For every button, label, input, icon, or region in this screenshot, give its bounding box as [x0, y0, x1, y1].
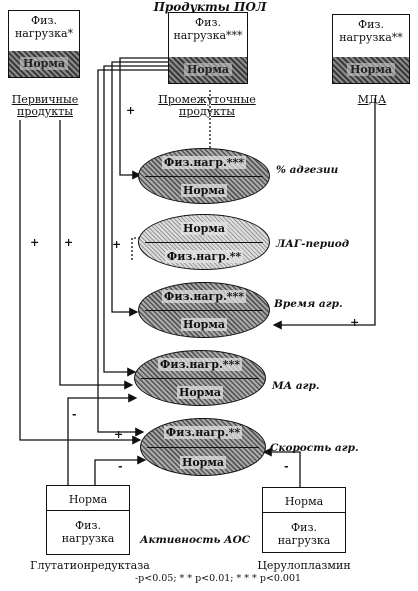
ellipse-divider [145, 242, 263, 243]
cp-box: Норма Физ. нагрузка [262, 487, 346, 553]
mda-caption: МДА [357, 93, 387, 106]
plus-sign: + [64, 236, 74, 249]
intermediate-bottom-label: Норма [169, 57, 247, 83]
ellipse-ma-bottom: Норма [176, 386, 224, 399]
significance-footnote: -p<0.05; * * p<0.01; * * * p<0.001 [134, 573, 302, 584]
gr-bottom-label: Физ. нагрузка [61, 519, 115, 545]
label-agg-time: Время агр. [274, 298, 343, 310]
ellipse-divider [141, 378, 259, 379]
mda-box: Физ. нагрузка** Норма [332, 14, 410, 84]
ellipse-divider [145, 176, 263, 177]
minus-sign: - [72, 408, 77, 421]
intermediate-products-caption: Промежуточные продукты [158, 93, 256, 118]
ellipse-agg-time-top: Физ.нагр.*** [161, 290, 247, 303]
ellipse-agg-time: Физ.нагр.*** Норма [138, 282, 270, 338]
cp-caption: Церулоплазмин [257, 559, 351, 572]
cp-divider [263, 512, 345, 513]
plus-sign: + [114, 428, 124, 441]
primary-products-box: Физ. нагрузка* Норма [8, 10, 80, 78]
mda-bottom-label: Норма [333, 57, 409, 83]
ellipse-agg-speed: Физ.нагр.** Норма [140, 418, 266, 476]
ellipse-ma-agg: Физ.нагр.*** Норма [134, 350, 266, 406]
diagram-title: Продукты ПОЛ [153, 0, 267, 14]
ellipse-ma-top: Физ.нагр.*** [157, 358, 243, 371]
ellipse-speed-top: Физ.нагр.** [163, 426, 243, 439]
intermediate-products-box: Физ. нагрузка*** Норма [168, 12, 248, 84]
cp-bottom-label: Физ. нагрузка [277, 521, 331, 547]
plus-sign: + [126, 104, 136, 117]
ellipse-lag-bottom: Физ.нагр.** [164, 250, 244, 263]
ellipse-adhesion: Физ.нагр.*** Норма [138, 148, 270, 204]
minus-sign: - [118, 460, 123, 473]
primary-bottom-label: Норма [9, 51, 79, 77]
gr-box: Норма Физ. нагрузка [46, 485, 130, 555]
label-agg-speed: Скорость агр. [270, 442, 359, 454]
label-adhesion: % адгезии [276, 164, 339, 176]
ellipse-lag-period: Норма Физ.нагр.** [138, 214, 270, 270]
ellipse-lag-top: Норма [180, 222, 228, 235]
gr-divider [47, 510, 129, 511]
ellipse-adhesion-bottom: Норма [180, 184, 228, 197]
mda-top-label: Физ. нагрузка** [339, 18, 403, 44]
gr-caption: Глутатионредуктаза [30, 559, 150, 572]
aos-activity-label: Активность АОС [140, 534, 251, 546]
cp-top-label: Норма [284, 495, 324, 508]
minus-sign: - [284, 460, 289, 473]
plus-sign: + [112, 238, 122, 251]
primary-top-label: Физ. нагрузка* [14, 14, 74, 40]
ellipse-agg-time-bottom: Норма [180, 318, 228, 331]
plus-sign: + [30, 236, 40, 249]
ellipse-divider [147, 447, 259, 448]
label-ma-agg: МА агр. [272, 380, 320, 392]
primary-products-caption: Первичные продукты [11, 93, 79, 118]
ellipse-speed-bottom: Норма [179, 456, 227, 469]
label-lag-period: ЛАГ-период [276, 238, 350, 250]
gr-top-label: Норма [68, 493, 108, 506]
plus-sign: + [350, 316, 360, 329]
ellipse-divider [145, 310, 263, 311]
ellipse-adhesion-top: Физ.нагр.*** [161, 156, 247, 169]
intermediate-top-label: Физ. нагрузка*** [173, 16, 243, 42]
